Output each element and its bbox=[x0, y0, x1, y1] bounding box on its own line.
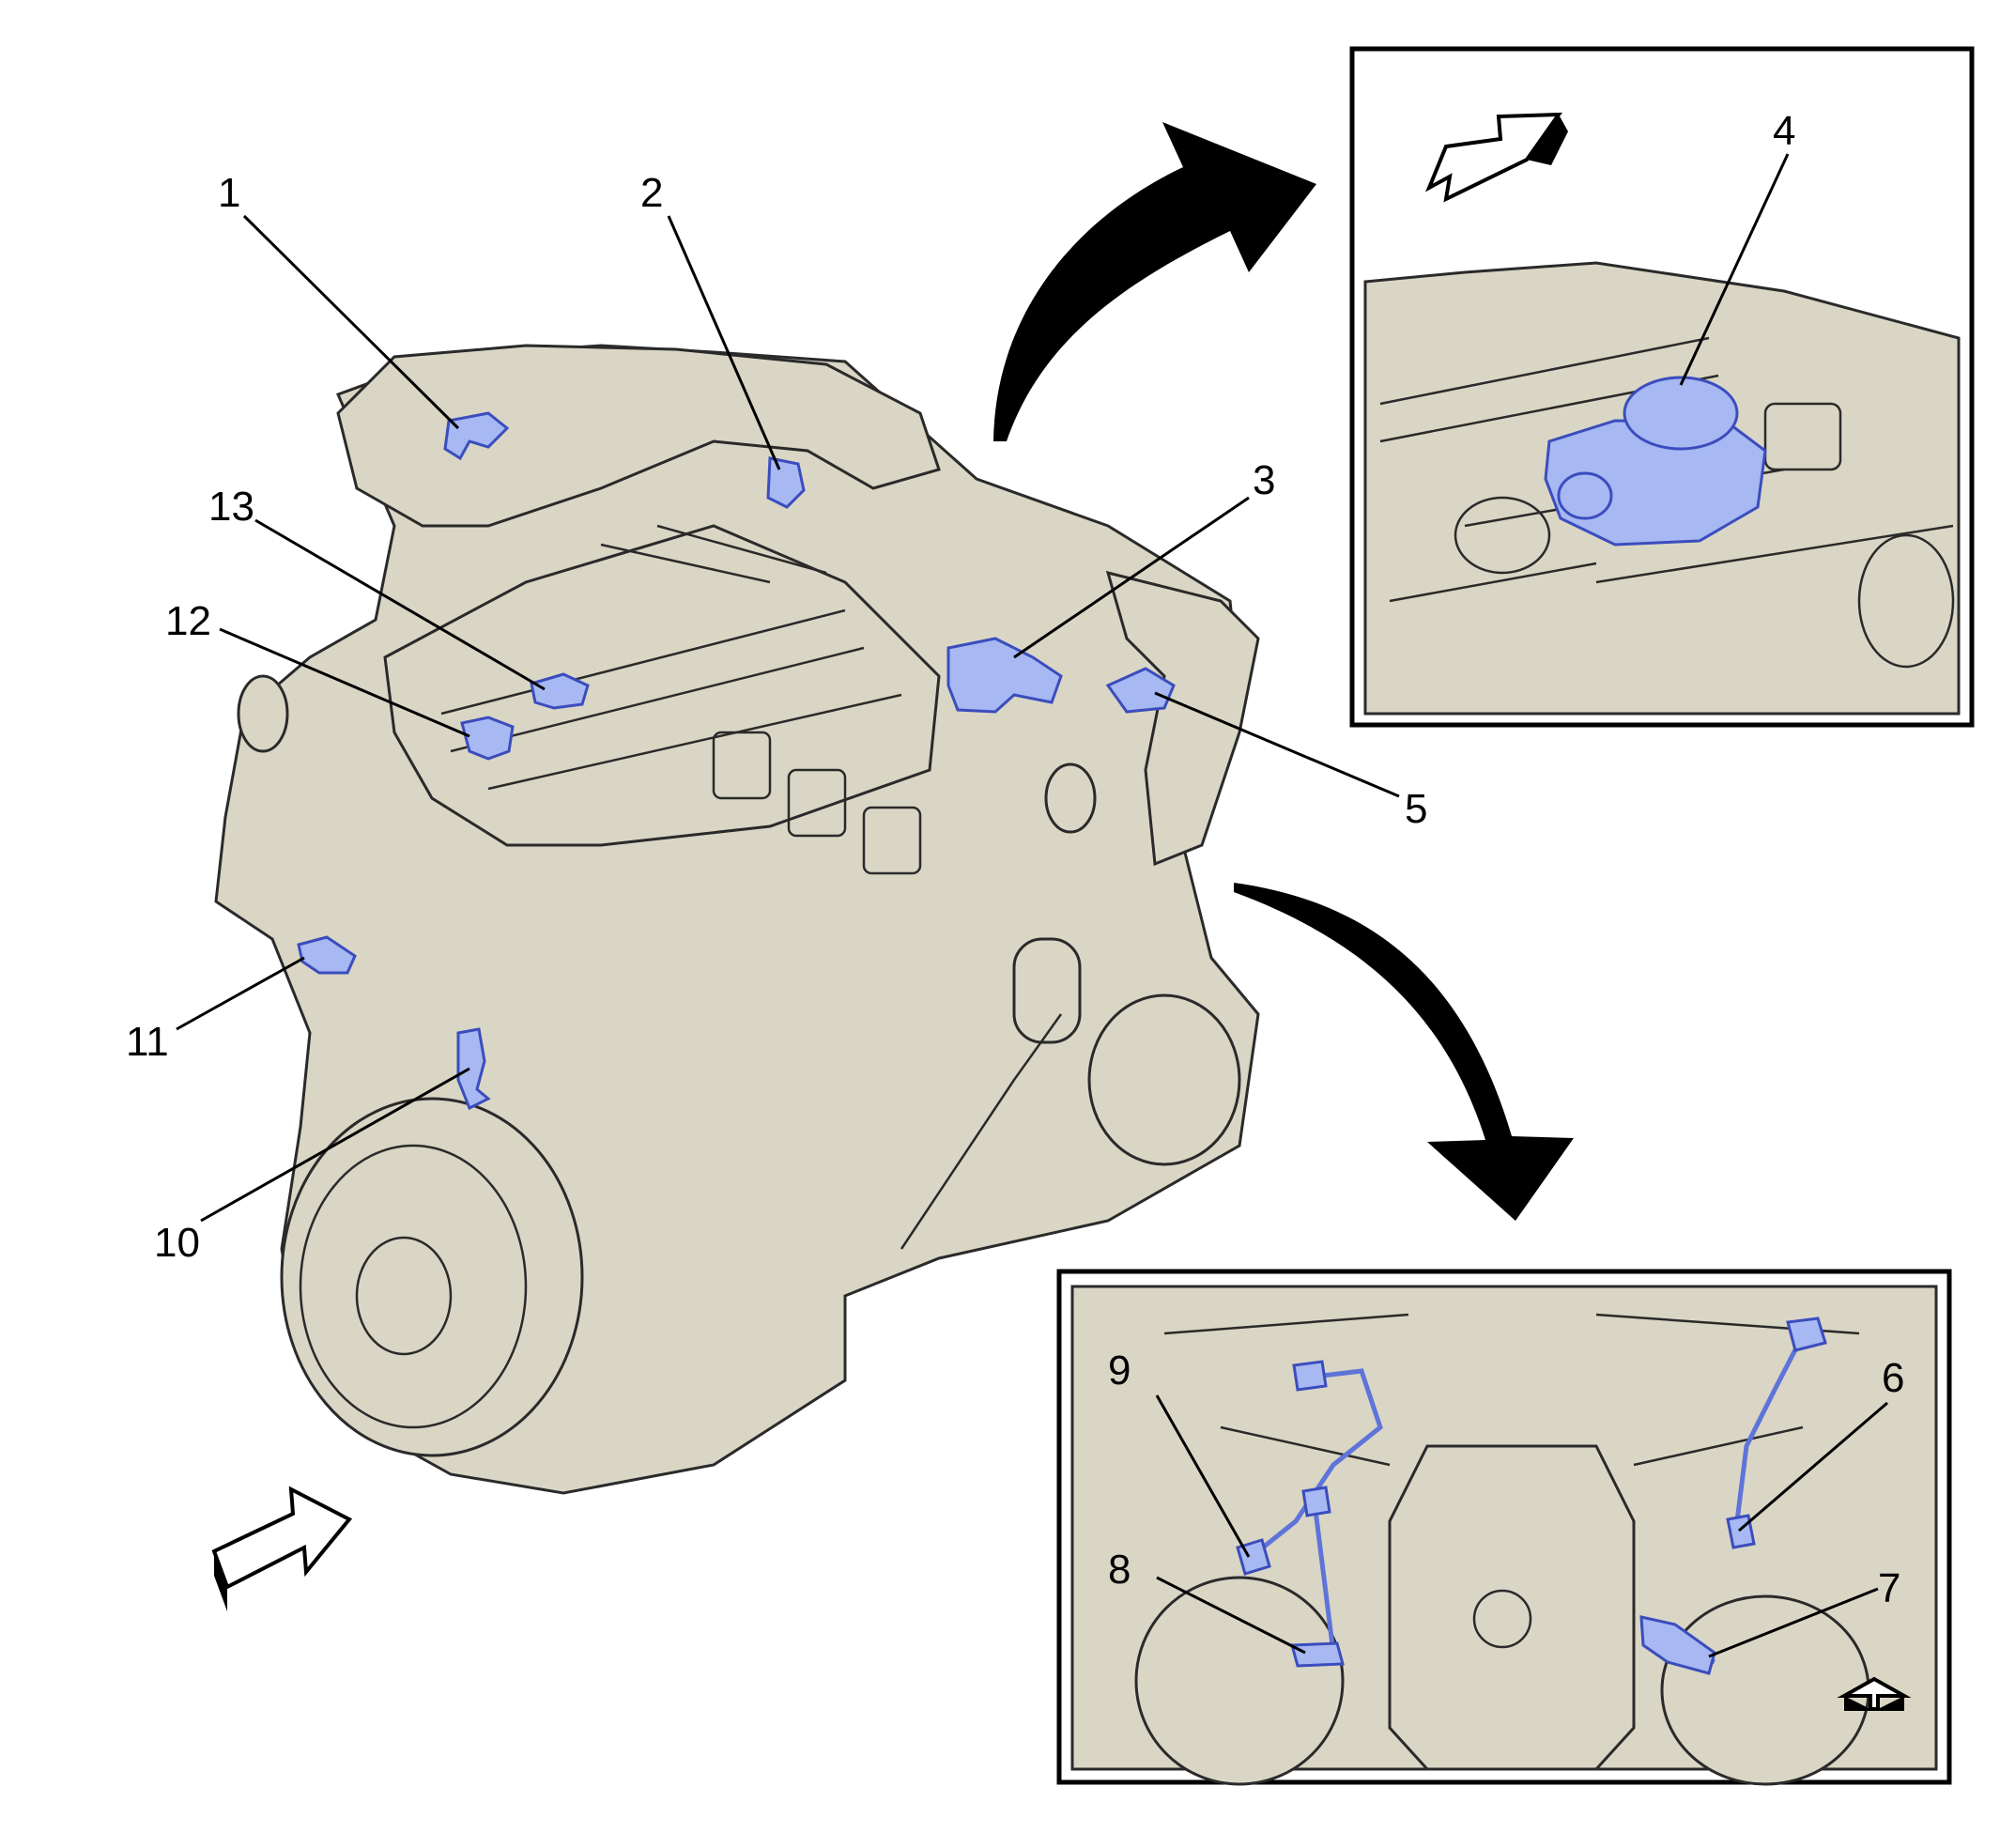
leader-line bbox=[1013, 496, 1250, 659]
callout-number: 8 bbox=[1108, 1547, 1131, 1593]
inset-pointer-arrow-icon bbox=[993, 122, 1316, 441]
inset-drain-plug bbox=[1472, 1589, 1532, 1649]
sensor-wire-8 bbox=[1312, 1502, 1336, 1654]
intake-detail bbox=[440, 524, 902, 791]
inset-oil-pan bbox=[1388, 1444, 1636, 1771]
callout-11: 11 bbox=[126, 956, 305, 1065]
callout-number: 11 bbox=[126, 1019, 169, 1065]
inset-housing bbox=[1763, 402, 1842, 471]
component-10 bbox=[456, 1027, 491, 1111]
leader-line bbox=[667, 215, 781, 470]
inset-top-right: 4 bbox=[1349, 46, 1975, 728]
alternator bbox=[1087, 993, 1241, 1166]
lifting-eye bbox=[237, 674, 289, 753]
inset-detail-lines bbox=[1163, 1313, 1860, 1467]
callout-number: 7 bbox=[1878, 1565, 1900, 1611]
callout-8: 8 bbox=[1108, 1547, 1306, 1655]
callout-number: 2 bbox=[640, 170, 663, 216]
callout-7: 7 bbox=[1708, 1565, 1900, 1658]
dipstick-tube bbox=[900, 1013, 1063, 1250]
leader-line bbox=[1708, 1587, 1879, 1658]
callout-number: 10 bbox=[154, 1220, 200, 1266]
callout-number: 9 bbox=[1108, 1348, 1131, 1394]
leader-line bbox=[1156, 1576, 1306, 1655]
view-direction-arrow-icon bbox=[1837, 1676, 1912, 1711]
leader-line bbox=[219, 627, 470, 738]
leader-line bbox=[176, 956, 305, 1031]
callout-number: 6 bbox=[1882, 1355, 1904, 1401]
component-5 bbox=[1105, 667, 1176, 714]
oil-filter-housing bbox=[1012, 937, 1082, 1044]
callout-number: 13 bbox=[208, 484, 254, 530]
leader-line bbox=[1738, 1401, 1888, 1532]
main-engine-view bbox=[214, 344, 1260, 1495]
leader-line bbox=[242, 214, 460, 430]
clutch-hub bbox=[355, 1236, 453, 1356]
view-direction-arrow-icon bbox=[211, 1486, 353, 1611]
inset-round-part-2 bbox=[1857, 533, 1955, 669]
engine-cover bbox=[336, 344, 941, 528]
sensor-wire-9 bbox=[1247, 1368, 1383, 1561]
callout-13: 13 bbox=[208, 484, 546, 691]
inset-converter-right bbox=[1660, 1594, 1870, 1786]
callout-number: 3 bbox=[1253, 457, 1275, 503]
component-8 bbox=[1290, 1641, 1345, 1668]
leader-line bbox=[1155, 1394, 1251, 1558]
callout-number: 12 bbox=[165, 598, 211, 644]
component-2 bbox=[766, 456, 806, 509]
component-12 bbox=[460, 716, 515, 761]
component-4 bbox=[1544, 376, 1767, 547]
callout-number: 4 bbox=[1773, 108, 1795, 154]
intake-duct bbox=[1105, 570, 1260, 867]
component-1 bbox=[443, 411, 510, 461]
flywheel bbox=[280, 1097, 584, 1457]
sensor-wire-6 bbox=[1734, 1333, 1806, 1522]
leader-line bbox=[200, 1067, 470, 1223]
inset-converter-left bbox=[1134, 1576, 1345, 1786]
callout-number: 5 bbox=[1405, 786, 1427, 832]
coil-packs bbox=[712, 731, 922, 875]
leader-line bbox=[254, 518, 546, 691]
leader-line bbox=[1679, 153, 1790, 386]
clutch-pressure-plate bbox=[299, 1144, 528, 1429]
callout-2: 2 bbox=[640, 170, 781, 470]
connector-8 bbox=[1301, 1486, 1331, 1517]
callout-1: 1 bbox=[218, 170, 460, 430]
callout-9: 9 bbox=[1108, 1348, 1251, 1558]
lifting-eye-2 bbox=[1044, 762, 1097, 834]
valve-cover bbox=[383, 524, 941, 847]
inset-bottom-right: 6 7 8 9 bbox=[1056, 1269, 1952, 1786]
connector-9 bbox=[1292, 1360, 1328, 1392]
callout-number: 1 bbox=[218, 170, 240, 216]
component-11 bbox=[297, 935, 357, 975]
inset-pointer-arrow-icon bbox=[1234, 883, 1574, 1221]
view-direction-arrow-icon bbox=[1425, 112, 1568, 203]
inset-round-part bbox=[1454, 496, 1551, 575]
leader-line bbox=[1154, 691, 1400, 798]
connector-6 bbox=[1786, 1317, 1827, 1352]
callout-4: 4 bbox=[1679, 108, 1795, 386]
callout-5: 5 bbox=[1154, 691, 1427, 832]
component-13 bbox=[530, 672, 590, 710]
callout-10: 10 bbox=[154, 1067, 470, 1266]
callout-6: 6 bbox=[1738, 1355, 1904, 1532]
callout-3: 3 bbox=[1013, 457, 1275, 659]
callout-12: 12 bbox=[165, 598, 470, 738]
component-3 bbox=[946, 637, 1063, 714]
component-7 bbox=[1639, 1615, 1716, 1675]
